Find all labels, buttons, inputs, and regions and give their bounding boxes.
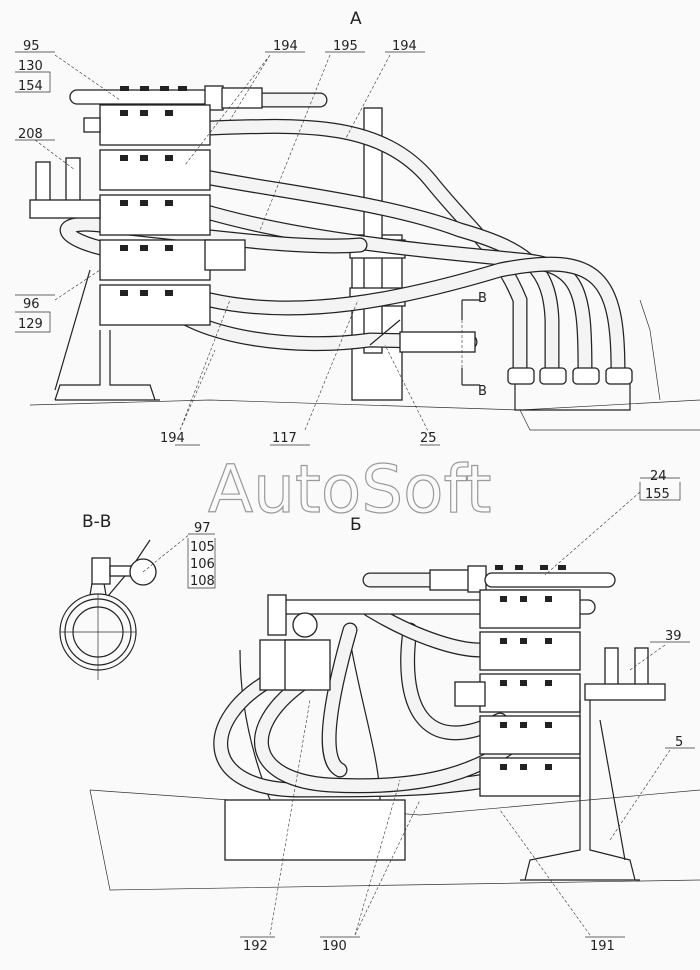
- label-5: 5: [675, 735, 683, 750]
- label-105: 105: [190, 540, 215, 555]
- leaders-a: [15, 51, 440, 446]
- frame-bottom-edge: [89, 789, 700, 891]
- manifold-b: [454, 565, 581, 797]
- leaders-b: [240, 477, 695, 938]
- label-190: 190: [322, 939, 347, 954]
- label-117: 117: [272, 431, 297, 446]
- top-pipe-b: [484, 572, 616, 588]
- platform: [519, 409, 700, 431]
- label-154: 154: [18, 79, 43, 94]
- valves-39: [584, 647, 666, 701]
- label-195: 195: [333, 39, 358, 54]
- fittings-a: [507, 367, 633, 411]
- top-pipe: [69, 89, 211, 105]
- ground-line: [29, 399, 700, 411]
- label-106: 106: [190, 557, 215, 572]
- label-25: 25: [420, 431, 437, 446]
- label-194: 194: [392, 39, 417, 54]
- hoses-b: [213, 572, 548, 798]
- manifold-a: [83, 86, 246, 326]
- strut-a: [54, 269, 91, 391]
- bracket-a: [54, 330, 160, 401]
- view-a-title: A: [350, 9, 362, 29]
- valves-208: [29, 157, 101, 219]
- clamp-bolt-head: [91, 557, 111, 585]
- section-bb-title: В-В: [82, 512, 111, 532]
- label-129: 129: [18, 317, 43, 332]
- base-plate: [224, 799, 406, 861]
- label-24: 24: [650, 469, 667, 484]
- label-191: 191: [590, 939, 615, 954]
- pipe-fitting-b: [429, 569, 471, 591]
- label-194: 194: [160, 431, 185, 446]
- label-155: 155: [645, 487, 670, 502]
- frame-edge: [639, 299, 661, 401]
- label-194: 194: [273, 39, 298, 54]
- elbow: [369, 319, 401, 346]
- label-96: 96: [23, 297, 40, 312]
- watermark-logo: AutoSoft: [208, 451, 491, 528]
- label-39: 39: [665, 629, 682, 644]
- view-b-title: Б: [350, 515, 362, 535]
- section-bb: В-В 97 105 106 108: [59, 512, 216, 680]
- section-mark-b-bottom: В: [478, 384, 487, 399]
- label-108: 108: [190, 574, 215, 589]
- center-lines: [60, 594, 136, 680]
- bracket-b: [520, 700, 640, 881]
- label-130: 130: [18, 59, 43, 74]
- pipe-coupling: [292, 612, 318, 638]
- pipe-end-block: [267, 594, 287, 636]
- label-97: 97: [194, 521, 211, 536]
- pipe-nut-b: [467, 565, 487, 593]
- leader-97: [142, 533, 191, 573]
- callout-box: [187, 533, 216, 589]
- view-b: Б 24 155 39 5 192 190 191: [89, 469, 700, 954]
- label-192: 192: [243, 939, 268, 954]
- horizontal-fitting: [399, 331, 476, 353]
- block-right: [284, 639, 331, 691]
- view-a: A 95 130 154 194 195 194 208 96 129 В В …: [15, 9, 700, 446]
- section-mark-b-top: В: [478, 291, 487, 306]
- label-208: 208: [18, 127, 43, 142]
- label-95: 95: [23, 39, 40, 54]
- pipe-fitting: [221, 87, 263, 109]
